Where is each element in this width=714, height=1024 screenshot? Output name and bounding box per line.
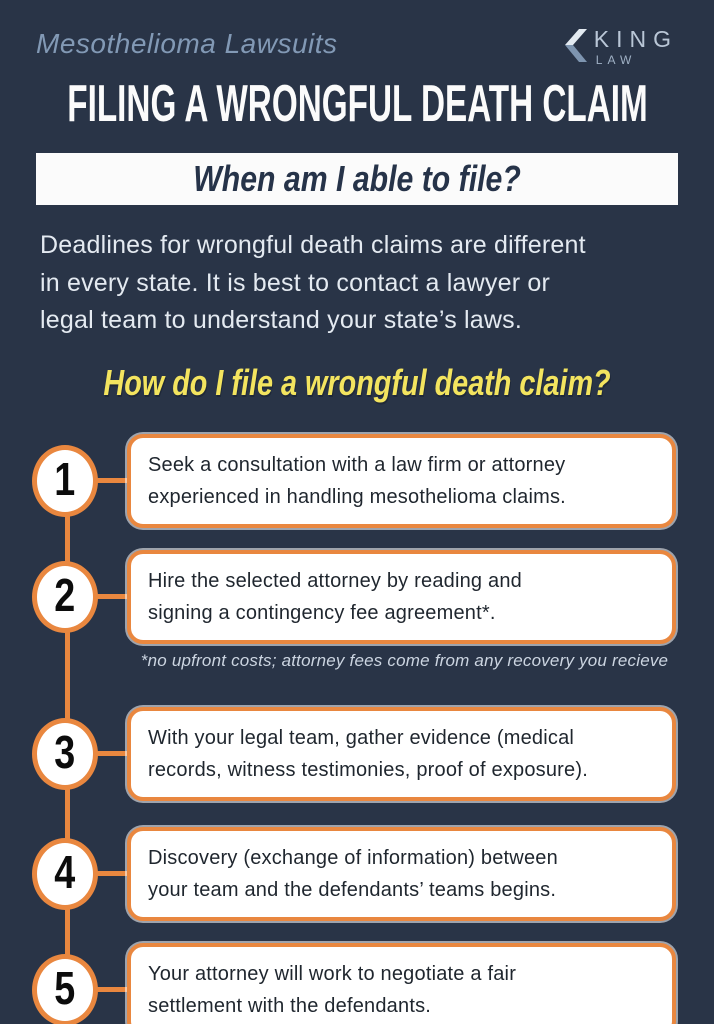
step-connector-line (95, 871, 127, 877)
step-footnote: *no upfront costs; attorney fees come fr… (140, 650, 669, 670)
step-row: 3 With your legal team, gather evidence … (32, 706, 676, 801)
step-connector-line (95, 987, 127, 993)
step-box: Seek a consultation with a law firm or a… (127, 433, 676, 528)
step-row: 5 Your attorney will work to negotiate a… (32, 942, 676, 1024)
step-row: 4 Discovery (exchange of information) be… (32, 826, 676, 921)
logo-name: KING (593, 26, 678, 52)
step-box: Discovery (exchange of information) betw… (127, 826, 676, 921)
title-wrap: FILING A WRONGFUL DEATH CLAIM (0, 75, 714, 133)
step-number: 3 (54, 726, 76, 779)
king-law-logo: KING LAW (563, 26, 678, 66)
step-row: 1 Seek a consultation with a law firm or… (32, 433, 676, 528)
king-law-chevron-icon (564, 29, 587, 62)
step-text: Your attorney will work to negotiate a f… (148, 962, 517, 1017)
step-connector-line (95, 594, 127, 600)
header: Mesothelioma Lawsuits KING LAW (0, 0, 714, 67)
step-box: With your legal team, gather evidence (m… (127, 706, 676, 801)
step-text: Discovery (exchange of information) betw… (148, 846, 558, 901)
eyebrow-label: Mesothelioma Lawsuits (36, 28, 338, 59)
page-title: FILING A WRONGFUL DEATH CLAIM (66, 75, 648, 133)
step-number-circle: 2 (32, 560, 98, 633)
section-heading: How do I file a wrongful death claim? (103, 361, 611, 403)
intro-paragraph: Deadlines for wrongful death claims are … (40, 231, 586, 335)
step-row: 2 Hire the selected attorney by reading … (32, 549, 676, 644)
step-box: Hire the selected attorney by reading an… (127, 549, 676, 644)
step-text: With your legal team, gather evidence (m… (148, 726, 588, 781)
step-number-circle: 5 (32, 953, 98, 1024)
logo-subtitle: LAW (595, 53, 637, 67)
step-box: Your attorney will work to negotiate a f… (127, 942, 676, 1024)
step-number-circle: 3 (32, 717, 98, 790)
step-number: 1 (54, 453, 76, 506)
step-text: Hire the selected attorney by reading an… (148, 569, 522, 624)
step-connector-line (95, 478, 127, 484)
steps-timeline: 1 Seek a consultation with a law firm or… (0, 433, 714, 1024)
step-number: 4 (54, 846, 76, 899)
question-banner: When am I able to file? (36, 153, 678, 206)
step-number-circle: 4 (32, 837, 98, 910)
logo-text: KING LAW (593, 26, 678, 67)
step-number: 2 (54, 569, 76, 622)
step-number-circle: 1 (32, 444, 98, 517)
step-connector-line (95, 751, 127, 757)
step-number: 5 (54, 962, 76, 1015)
section-heading-wrap: How do I file a wrongful death claim? (0, 362, 714, 404)
question-banner-text: When am I able to file? (193, 158, 521, 200)
step-text: Seek a consultation with a law firm or a… (148, 453, 566, 508)
